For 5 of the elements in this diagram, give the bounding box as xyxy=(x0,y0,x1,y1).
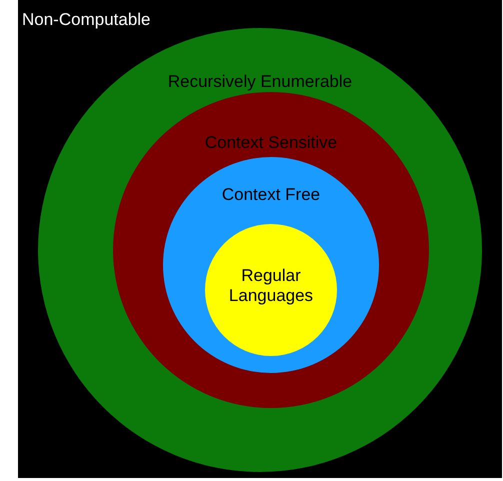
region-label: Regular Languages xyxy=(228,266,314,306)
region-label: Context Sensitive xyxy=(204,133,338,153)
region-label: Non-Computable xyxy=(22,10,151,30)
region-label: Context Free xyxy=(222,185,320,205)
region-label: Recursively Enumerable xyxy=(168,72,352,92)
